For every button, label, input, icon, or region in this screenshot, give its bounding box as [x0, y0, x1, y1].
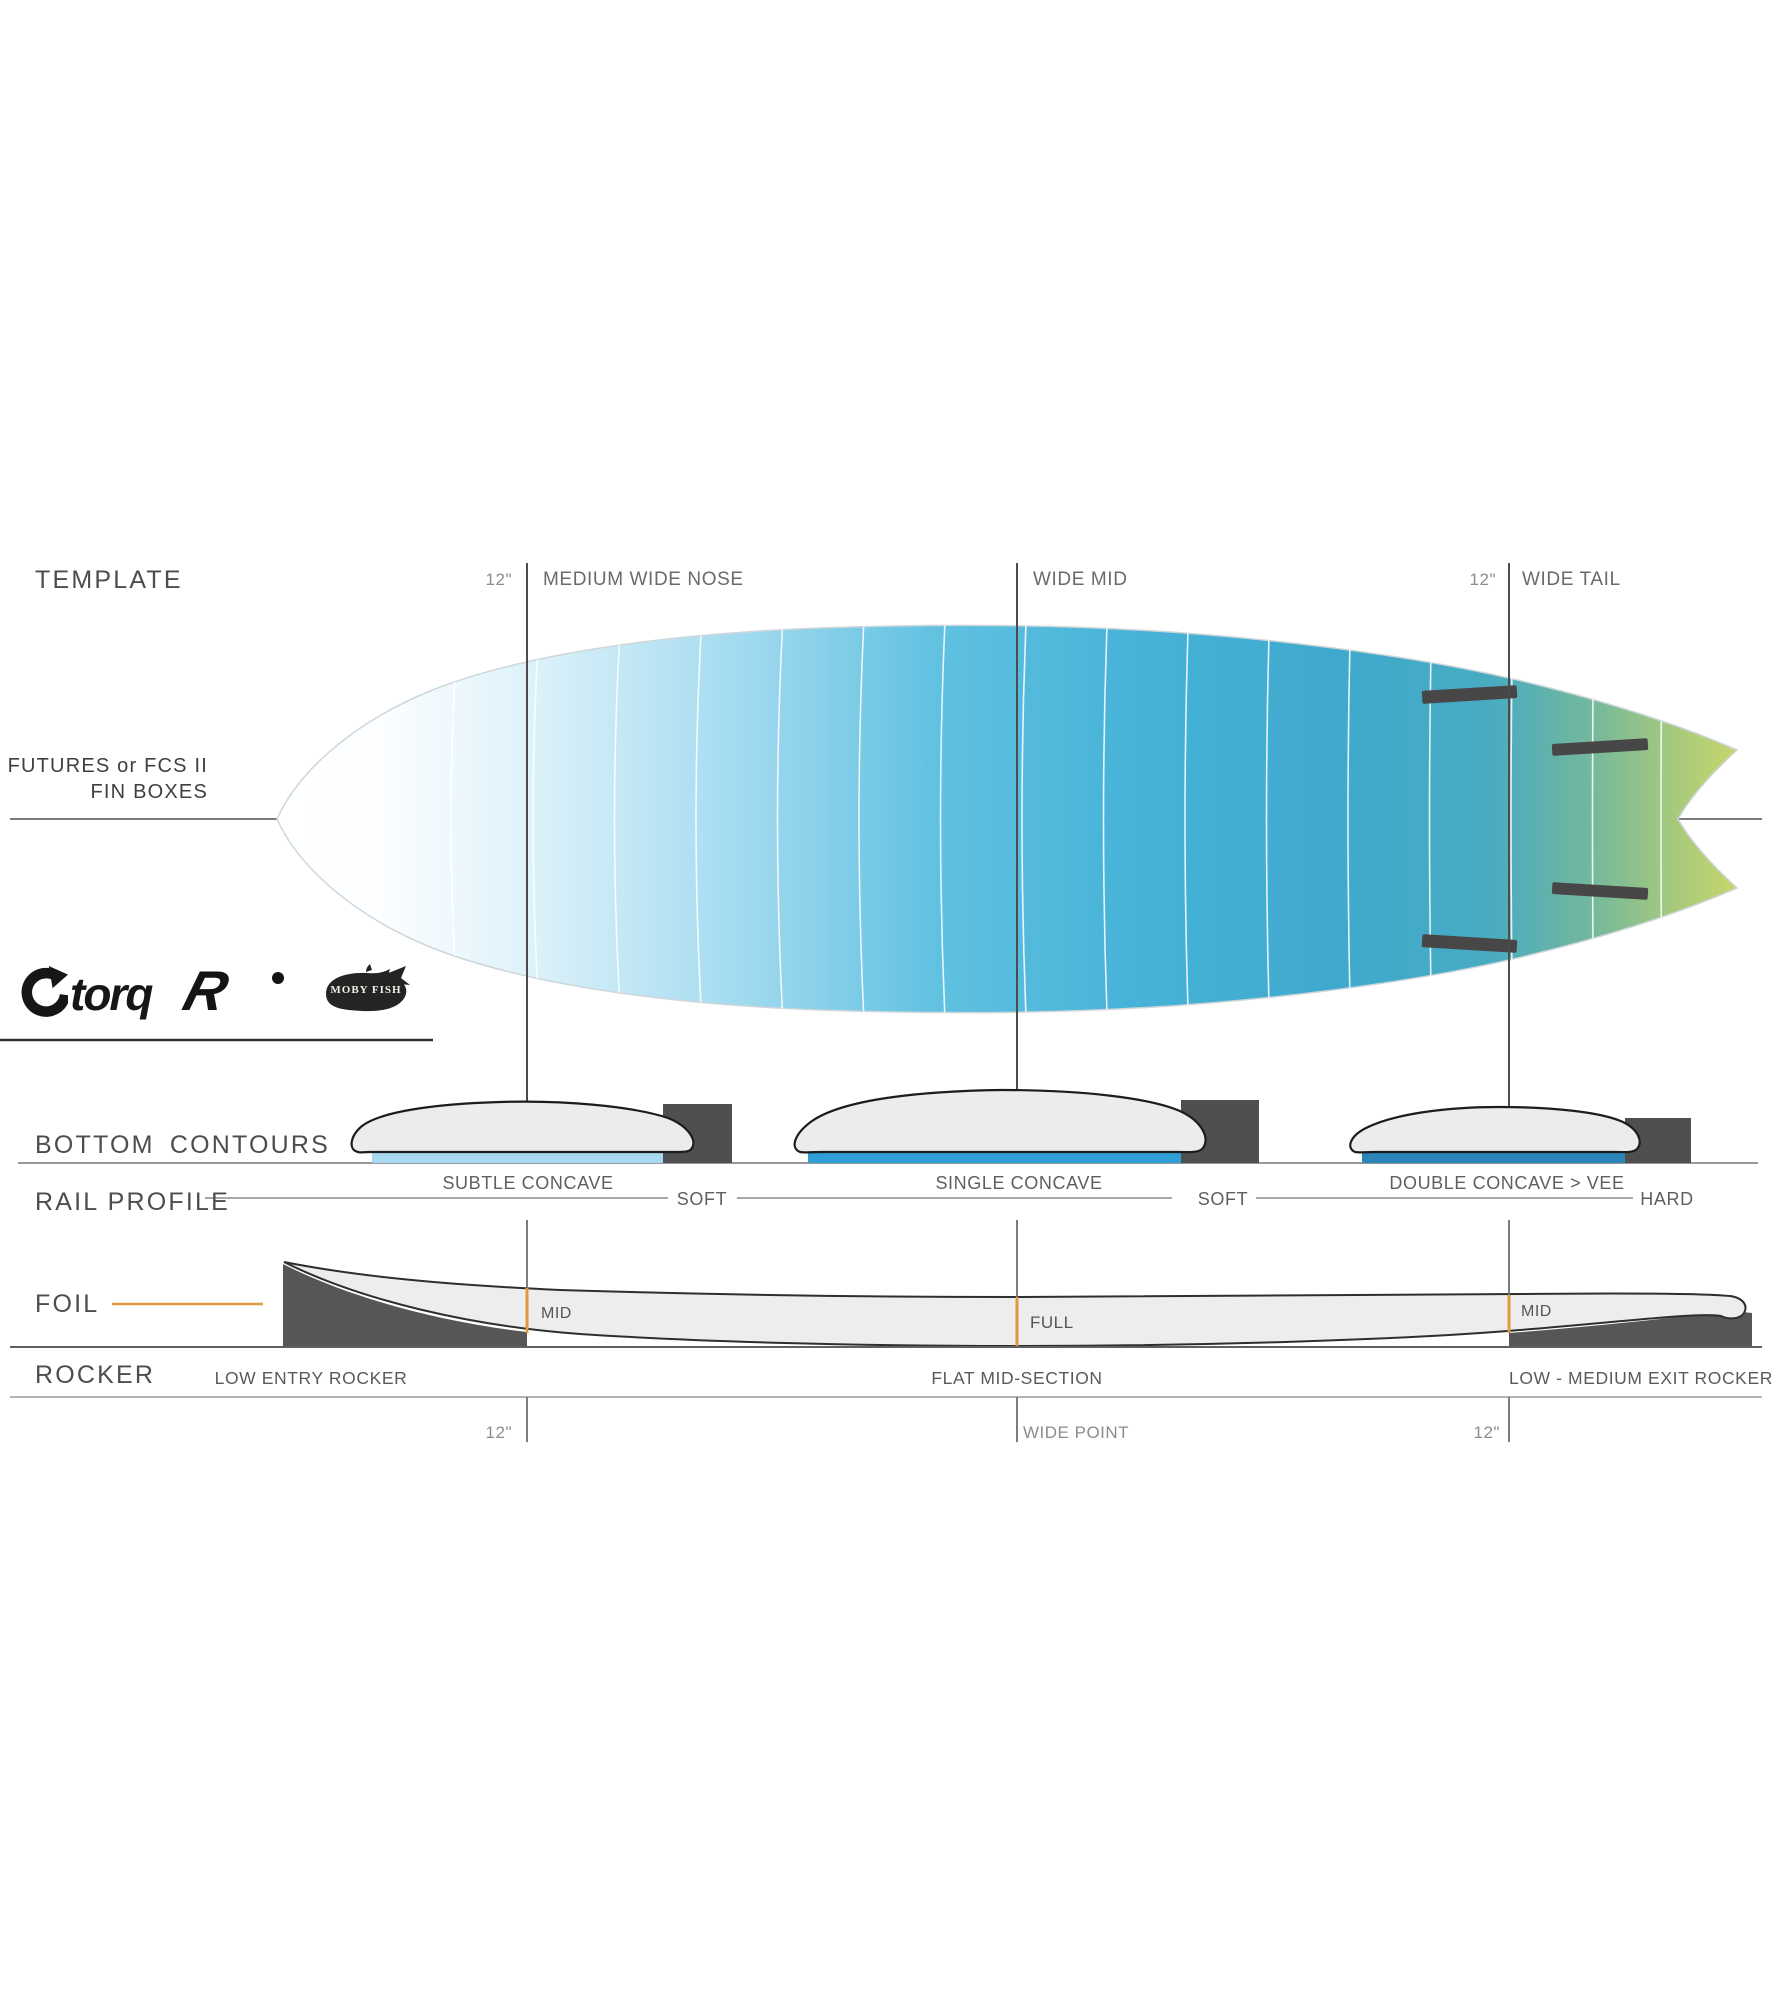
- template-title: TEMPLATE: [35, 566, 183, 594]
- surfboard-template: [276, 624, 1739, 1014]
- rocker-label-mid: FLAT MID-SECTION: [931, 1368, 1103, 1388]
- contour-section-mid: [793, 1088, 1259, 1163]
- rail-profile-title: RAIL PROFILE: [35, 1188, 230, 1216]
- contour-label-subtle: SUBTLE CONCAVE: [442, 1173, 614, 1193]
- contour-section-nose: [350, 1100, 732, 1163]
- rocker-wedge-tail: [1509, 1311, 1752, 1346]
- rail-label-soft-1: SOFT: [676, 1189, 728, 1209]
- fin-box-lower-rear: [1551, 882, 1649, 900]
- rocker-side-view: [283, 1261, 1752, 1348]
- template-guide-lines: [526, 563, 1510, 1121]
- torq-logo-text: torq: [70, 967, 153, 1020]
- contour-dome-subtle: [350, 1100, 695, 1154]
- bottom-mark-wide-point: WIDE POINT: [1023, 1423, 1130, 1442]
- rusty-logo: R: [177, 958, 284, 1023]
- template-nose-label: MEDIUM WIDE NOSE: [543, 569, 744, 590]
- foil-label-mid-nose: MID: [541, 1305, 572, 1322]
- fin-box-upper-front: [1421, 685, 1518, 704]
- foil-title: FOIL: [35, 1290, 100, 1318]
- contour-label-double: DOUBLE CONCAVE > VEE: [1389, 1173, 1625, 1193]
- fin-note-line1: FUTURES or FCS II: [7, 755, 208, 777]
- moby-logo-text: MOBY FISH: [330, 984, 402, 996]
- torq-arrow-icon: [18, 964, 71, 1023]
- template-tail-label: WIDE TAIL: [1522, 569, 1621, 590]
- foil-label-mid-tail: MID: [1521, 1303, 1552, 1320]
- contour-label-single: SINGLE CONCAVE: [935, 1173, 1103, 1193]
- contour-dome-double: [1349, 1105, 1641, 1154]
- moby-fish-logo: MOBY FISH: [322, 964, 414, 1020]
- foil-side-profile: [283, 1261, 1747, 1348]
- template-nose-mark: 12": [485, 570, 512, 589]
- template-tail-mark: 12": [1469, 570, 1496, 589]
- concave-strip-mid: [808, 1150, 1188, 1163]
- foil-accents: [112, 1288, 1511, 1346]
- rocker-title: ROCKER: [35, 1361, 156, 1389]
- contour-section-tail: [1349, 1105, 1691, 1163]
- rocker-wedge-nose: [283, 1264, 527, 1346]
- concave-strip-light: [372, 1151, 692, 1163]
- contour-dome-single: [793, 1088, 1207, 1154]
- fin-box-upper-rear: [1551, 738, 1649, 756]
- concave-strip-deep: [1362, 1151, 1628, 1163]
- bottom-contours-title: BOTTOM CONTOURS: [35, 1131, 331, 1159]
- foil-label-full: FULL: [1030, 1313, 1074, 1332]
- fin-boxes-note: FUTURES or FCS II FIN BOXES: [0, 753, 208, 805]
- torq-logo: torq: [18, 964, 153, 1023]
- lower-guide-lines: [526, 1220, 1510, 1442]
- template-mid-label: WIDE MID: [1033, 569, 1128, 590]
- fin-note-line2: FIN BOXES: [90, 781, 208, 803]
- fin-box-lower-front: [1421, 934, 1518, 953]
- bottom-mark-tail: 12": [1473, 1423, 1500, 1442]
- rusty-logo-dot: [272, 972, 284, 984]
- rocker-label-entry: LOW ENTRY ROCKER: [214, 1368, 408, 1388]
- moby-whale-icon: [326, 964, 410, 1012]
- fin-boxes: [1421, 685, 1649, 953]
- rail-label-soft-2: SOFT: [1197, 1189, 1249, 1209]
- rocker-label-exit: LOW - MEDIUM EXIT ROCKER: [1509, 1368, 1772, 1388]
- rail-label-hard: HARD: [1640, 1189, 1694, 1209]
- surfboard-outline: [276, 624, 1739, 1014]
- bottom-mark-nose: 12": [485, 1423, 512, 1442]
